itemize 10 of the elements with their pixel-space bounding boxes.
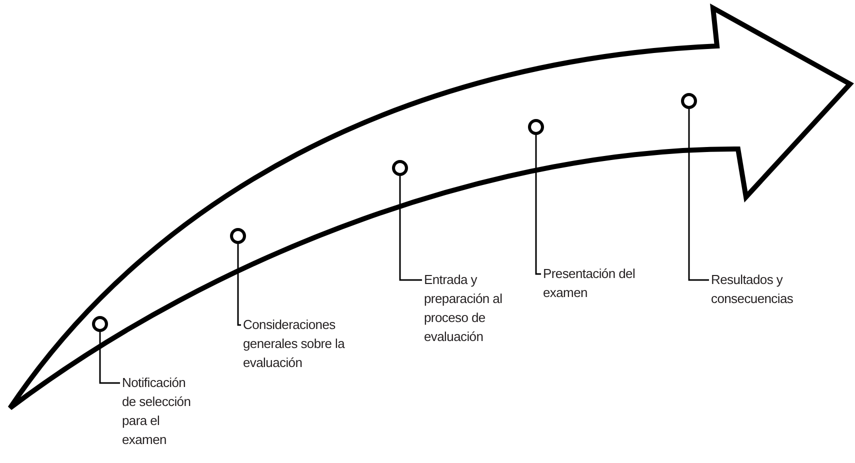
step-label: Presentación del examen xyxy=(543,265,636,302)
step-label: Notificación de selección para el examen xyxy=(122,374,192,449)
leader-line xyxy=(99,332,120,384)
step-label: Entrada y preparación al proceso de evaluación xyxy=(424,271,504,346)
leader-line xyxy=(535,135,541,275)
leader-line xyxy=(237,244,241,326)
step-label: Resultados y consecuencias xyxy=(711,271,794,308)
step-label: Consideraciones generales sobre la evaluación xyxy=(243,316,346,372)
leader-line xyxy=(688,109,709,281)
leader-line xyxy=(399,176,422,281)
